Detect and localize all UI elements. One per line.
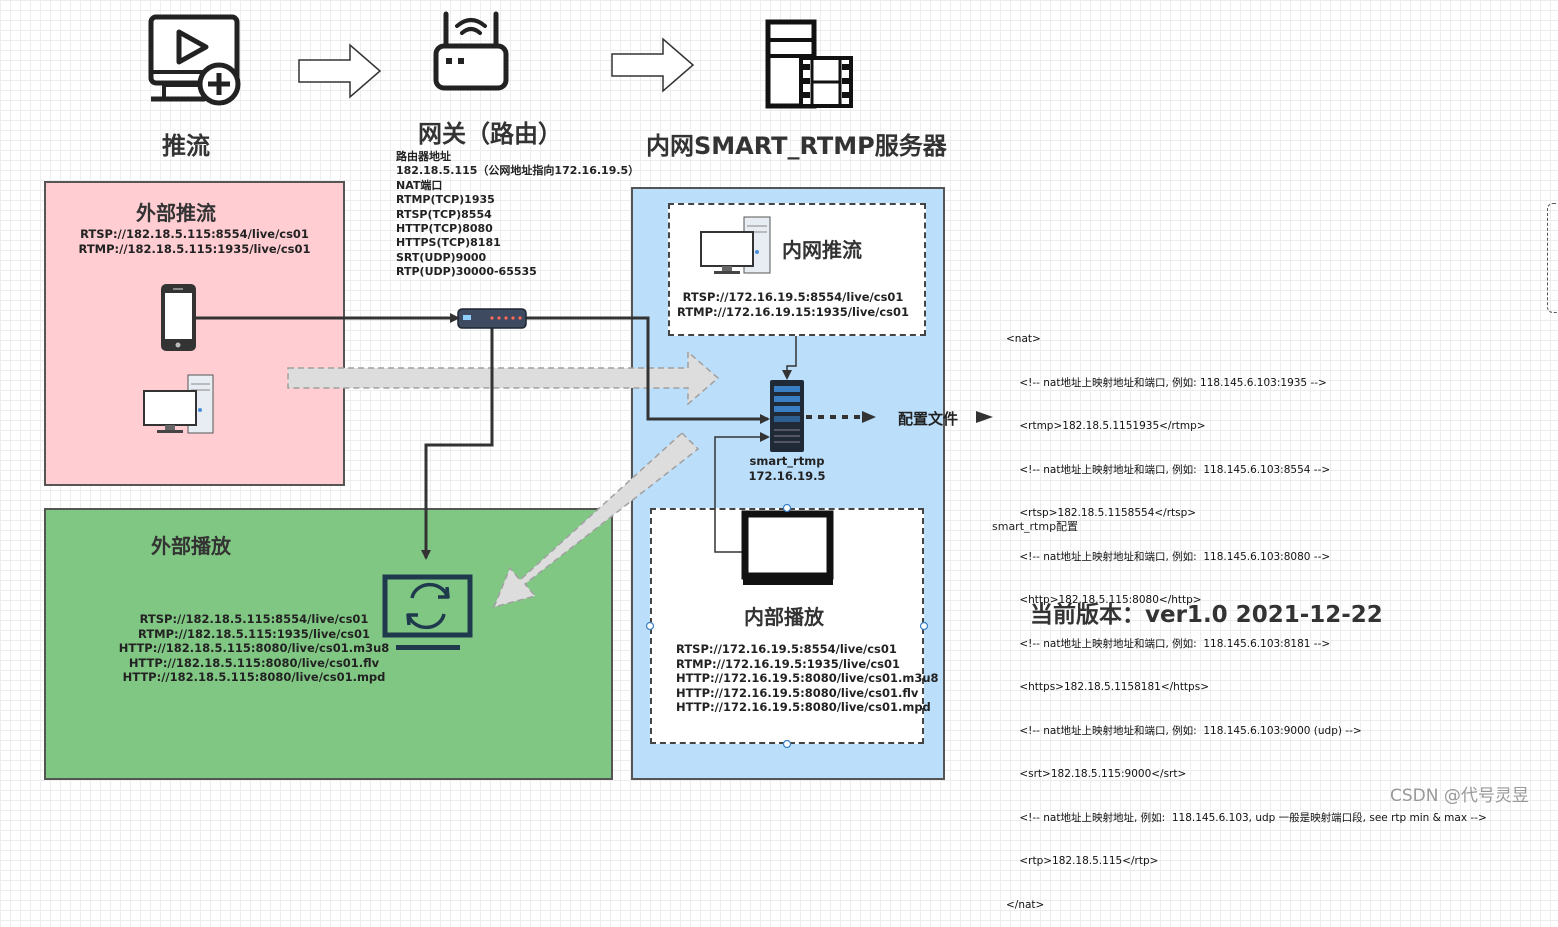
external-push-title: 外部推流 xyxy=(136,201,216,225)
version-label: 当前版本：ver1.0 2021-12-22 xyxy=(1030,602,1383,628)
server-to-config-arrowhead xyxy=(862,411,876,423)
config-caption: smart_rtmp配置 xyxy=(992,520,1079,533)
internal-push-urls: RTSP://172.16.19.5:8554/live/cs01 RTMP:/… xyxy=(676,290,910,319)
internal-push-title: 内网推流 xyxy=(782,238,862,262)
config-to-xml-arrowhead xyxy=(976,411,993,423)
internal-play-urls: RTSP://172.16.19.5:8554/live/cs01 RTMP:/… xyxy=(676,642,939,714)
internal-play-title: 内部播放 xyxy=(744,605,824,629)
external-push-urls: RTSP://182.18.5.115:8554/live/cs01 RTMP:… xyxy=(78,227,311,256)
router-to-external-play-line xyxy=(421,328,494,560)
external-desktop-icon xyxy=(143,374,214,434)
internal-push-box xyxy=(668,203,926,336)
router-to-server-line xyxy=(526,316,770,424)
server-title: 内网SMART_RTMP服务器 xyxy=(646,132,947,160)
smart-rtmp-label: smart_rtmp 172.16.19.5 xyxy=(748,454,826,483)
watermark: CSDN @代号灵昱 xyxy=(1390,786,1529,806)
push-stream-icon xyxy=(148,14,241,106)
external-play-urls: RTSP://182.18.5.115:8554/live/cs01 RTMP:… xyxy=(118,612,390,684)
gateway-title: 网关（路由） xyxy=(418,120,562,148)
router-info: 路由器地址 182.18.5.115（公网地址指向172.16.19.5） NA… xyxy=(396,150,640,279)
config-file-label: 配置文件 xyxy=(898,410,959,428)
smart-rtmp-server-icon xyxy=(770,380,804,452)
internal-to-external-play-flow-arrow xyxy=(492,431,700,609)
external-play-tv-icon xyxy=(382,574,473,650)
external-play-region xyxy=(44,508,613,780)
internal-push-desktop-icon xyxy=(700,216,771,274)
internal-play-monitor-icon xyxy=(741,510,834,585)
external-to-internal-flow-arrow xyxy=(287,350,720,406)
internal-play-to-server-line xyxy=(714,432,770,553)
router-icon xyxy=(433,11,509,91)
push-stream-title: 推流 xyxy=(162,132,210,160)
internal-push-to-server-line xyxy=(782,336,797,380)
offscreen-box-edge xyxy=(1547,203,1558,313)
external-play-title: 外部播放 xyxy=(151,534,231,558)
flow-arrow-1 xyxy=(298,43,382,99)
selection-handles xyxy=(645,503,929,749)
phone-icon xyxy=(161,284,196,351)
flow-arrow-2 xyxy=(611,37,695,93)
media-server-icon xyxy=(765,19,853,109)
router-device-icon xyxy=(457,308,527,329)
